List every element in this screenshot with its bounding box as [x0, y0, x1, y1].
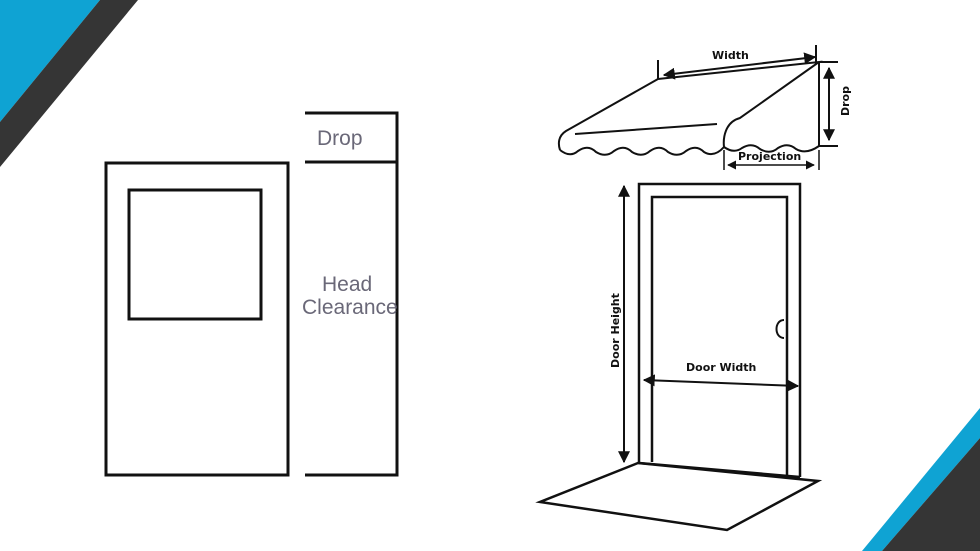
door-threshold-mat	[535, 461, 823, 532]
width-label: Width	[712, 49, 749, 62]
door-handle	[775, 319, 785, 339]
bottom-right-corner-stripe	[862, 408, 980, 551]
left-drop-label: Drop	[317, 127, 363, 150]
door-outline	[104, 161, 290, 477]
head-clearance-label-line2: Clearance	[302, 296, 398, 319]
door-window	[127, 188, 263, 321]
door-frame	[637, 182, 802, 477]
width-dimension	[657, 45, 817, 80]
head-clearance-bracket	[305, 162, 399, 477]
awning-drop-label: Drop	[839, 86, 852, 116]
projection-label: Projection	[738, 150, 801, 163]
door-height-label: Door Height	[609, 293, 622, 368]
door-width-label: Door Width	[686, 361, 756, 374]
door-width-arrow	[642, 374, 800, 392]
drop-bracket	[305, 111, 399, 164]
head-clearance-label-line1: Head	[322, 273, 373, 296]
top-left-corner-stripe	[0, 0, 138, 167]
projection-dimension	[723, 150, 820, 170]
awning	[557, 60, 838, 156]
